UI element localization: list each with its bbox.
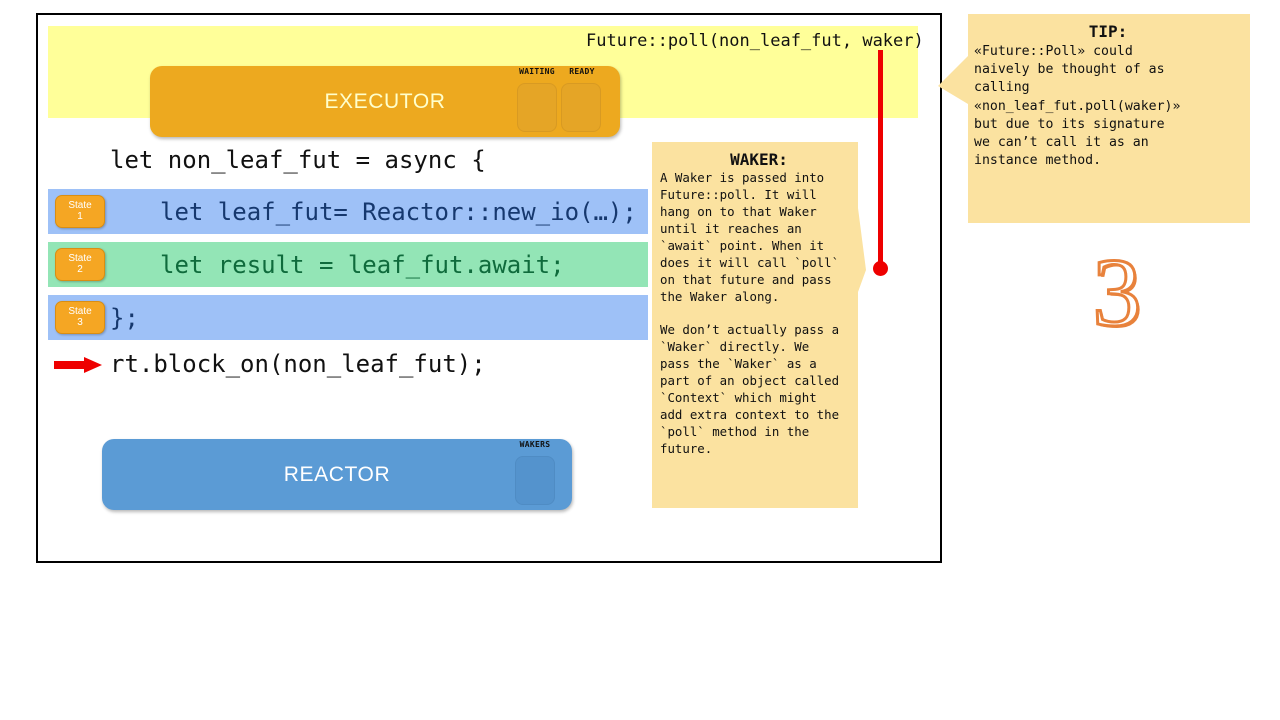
tip-callout: TIP: «Future::Poll» could naively be tho… [938, 14, 1250, 223]
state-badge-2-caption: State [68, 253, 92, 264]
state-badge-3-caption: State [68, 306, 92, 317]
state-badge-3[interactable]: State 3 [55, 301, 105, 334]
page-number: 3 [1091, 239, 1143, 347]
executor-label: EXECUTOR [324, 89, 446, 113]
code-open-line: let non_leaf_fut = async { [110, 146, 486, 174]
state-badge-1-number: 1 [77, 210, 83, 222]
waker-callout: WAKER: A Waker is passed into Future::po… [652, 142, 866, 508]
tip-callout-content: TIP: «Future::Poll» could naively be tho… [974, 22, 1242, 171]
waker-callout-paragraph-1: A Waker is passed into Future::poll. It … [660, 170, 840, 304]
state-badge-1[interactable]: State 1 [55, 195, 105, 228]
code-line-state-2: State 2 let result = leaf_fut.await; [48, 242, 648, 287]
queue-label-waiting: WAITING [519, 67, 555, 76]
reactor-label: REACTOR [283, 462, 391, 486]
state-badge-2-number: 2 [77, 263, 83, 275]
code-text-state-3: }; [110, 303, 139, 332]
ready-queue-slot[interactable] [561, 83, 601, 132]
queue-label-ready: READY [569, 67, 595, 76]
poll-call-text: Future::poll(non_leaf_fut, waker) [586, 31, 924, 51]
poll-connector-dot [873, 261, 888, 276]
executor-box[interactable]: EXECUTOR WAITING READY [150, 66, 620, 137]
waker-callout-title: WAKER: [730, 150, 788, 169]
code-line-state-1: State 1 let leaf_fut= Reactor::new_io(…)… [48, 189, 648, 234]
state-badge-3-number: 3 [77, 316, 83, 328]
right-arrow-icon [54, 357, 102, 373]
tip-callout-title: TIP: [1088, 22, 1128, 41]
code-text-state-1: let leaf_fut= Reactor::new_io(…); [160, 197, 637, 226]
waker-callout-content: WAKER: A Waker is passed into Future::po… [660, 150, 858, 458]
state-badge-2[interactable]: State 2 [55, 248, 105, 281]
reactor-box[interactable]: REACTOR WAKERS [102, 439, 572, 510]
waiting-queue-slot[interactable] [517, 83, 557, 132]
wakers-queue-slot[interactable] [515, 456, 555, 505]
tip-callout-body: «Future::Poll» could naively be thought … [974, 44, 1181, 169]
tip-callout-shape [938, 14, 1250, 223]
waker-callout-shape [652, 142, 866, 508]
state-badge-1-caption: State [68, 200, 92, 211]
waker-callout-paragraph-2: We don’t actually pass a `Waker` directl… [660, 321, 840, 456]
poll-connector-line [878, 50, 883, 268]
block-on-code-text: rt.block_on(non_leaf_fut); [110, 350, 486, 378]
wakers-queue-label: WAKERS [519, 440, 551, 449]
executor-band: EXECUTOR WAITING READY [48, 26, 918, 137]
code-text-state-2: let result = leaf_fut.await; [160, 250, 565, 279]
code-line-state-3: State 3 }; [48, 295, 648, 340]
